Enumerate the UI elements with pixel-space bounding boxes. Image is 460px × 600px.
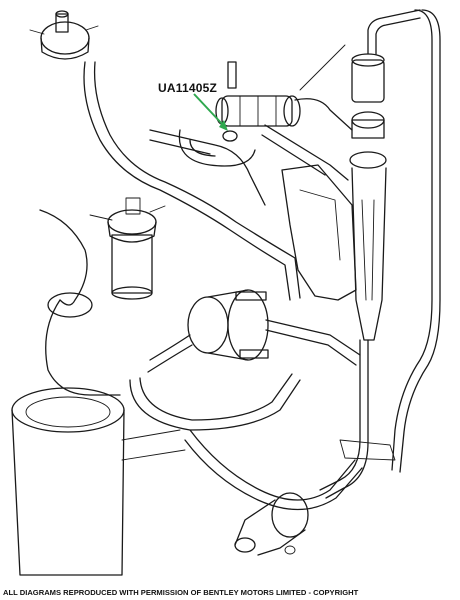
callout-arrow [193,93,228,131]
filter-outlet-pipe [265,319,361,366]
main-fuel-filter [187,289,269,361]
bottom-inline-filter [234,492,309,556]
upper-return-pipe [261,124,349,181]
copyright-footer: ALL DIAGRAMS REPRODUCED WITH PERMISSION … [3,588,359,597]
right-lower-pipe [319,339,369,499]
fuel-pump-assembly [215,44,346,142]
inline-connector [47,292,93,318]
small-filter-canister [89,197,166,300]
right-vertical-pipe-a [391,9,433,471]
pump-crossover-pipe [149,129,266,206]
overflow-pipe [39,209,88,306]
pump-outlet-pipe [294,98,353,131]
bottom-return-pipe [184,429,363,511]
fuel-tank-canister [11,387,186,576]
left-fuel-pipe-inner [93,61,301,299]
clip-bracket [339,439,396,461]
right-vertical-pipe-b [399,9,441,473]
top-pump-unit [29,10,99,60]
tank-feed-pipe [45,299,121,396]
tall-damper-tube [349,111,387,341]
filter-inlet-pipe [147,334,193,373]
left-fuel-pipe [83,61,291,301]
part-number-label: UA11405Z [158,81,217,95]
top-right-filter [351,9,421,103]
pump-loop-pipe [178,129,256,167]
mounting-bracket [281,164,357,301]
